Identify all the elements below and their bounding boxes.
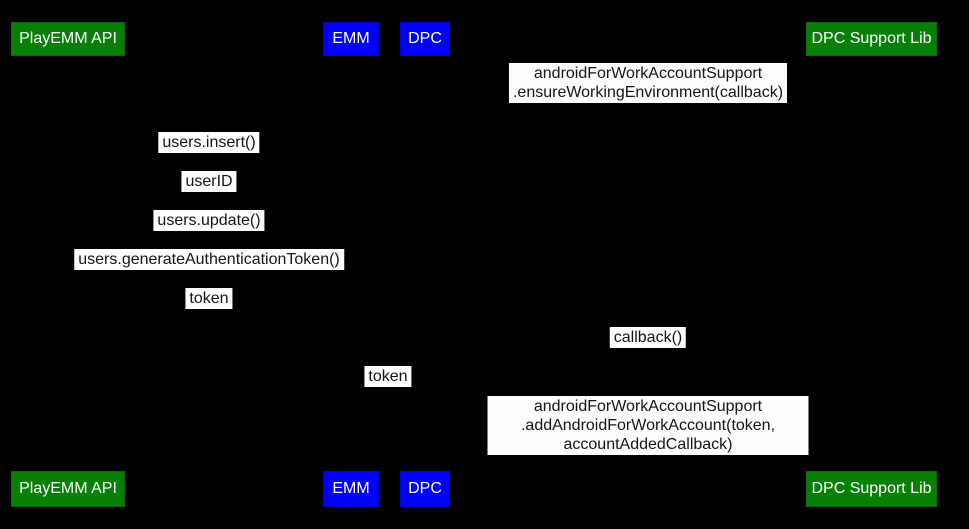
message-callback: callback() — [609, 327, 687, 348]
message-users-update: users.update() — [153, 210, 265, 231]
message-token-to-dpc: token — [364, 366, 412, 387]
participant-dpc-support-lib-bottom: DPC Support Lib — [806, 471, 937, 507]
participant-playemm-api-top: PlayEMM API — [11, 22, 125, 56]
message-token-to-emm: token — [185, 288, 233, 309]
participant-emm-top: EMM — [323, 22, 379, 56]
participant-dpc-bottom: DPC — [400, 471, 450, 507]
message-add-android-for-work-account: androidForWorkAccountSupport .addAndroid… — [487, 396, 809, 455]
participant-dpc-support-lib-top: DPC Support Lib — [806, 22, 937, 56]
message-generate-authentication-token: users.generateAuthenticationToken() — [74, 249, 344, 270]
participant-dpc-top: DPC — [400, 22, 450, 56]
message-users-insert: users.insert() — [158, 132, 260, 153]
participant-emm-bottom: EMM — [323, 471, 379, 507]
participant-playemm-api-bottom: PlayEMM API — [11, 471, 125, 507]
message-user-id: userID — [181, 171, 237, 192]
message-ensure-working-environment: androidForWorkAccountSupport .ensureWork… — [508, 63, 788, 103]
